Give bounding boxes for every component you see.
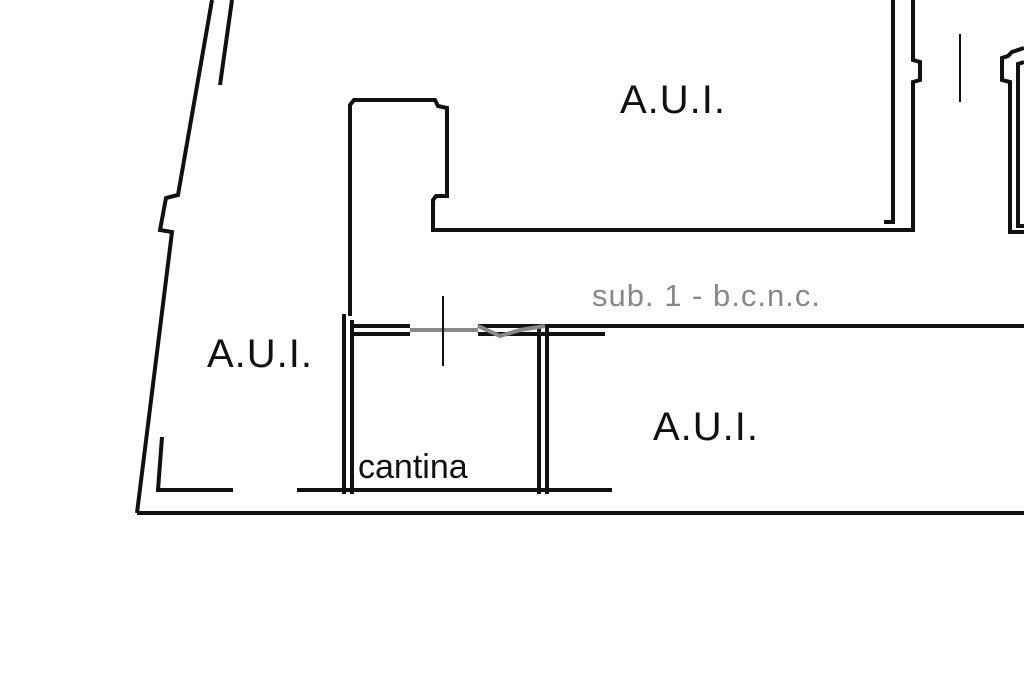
outer-wall-left	[135, 0, 234, 514]
room-label-aui-right: A.U.I.	[653, 405, 760, 449]
room-label-cantina: cantina	[358, 448, 468, 486]
corridor-walls	[348, 98, 1024, 328]
room-label-aui-top: A.U.I.	[620, 78, 727, 122]
corridor-label-sub: sub. 1 - b.c.n.c.	[592, 278, 821, 313]
aui-top-walls	[884, 0, 1024, 234]
room-label-aui-left: A.U.I.	[207, 332, 314, 376]
inner-wall-segments-bottom	[156, 436, 612, 492]
door-threshold	[410, 296, 546, 366]
